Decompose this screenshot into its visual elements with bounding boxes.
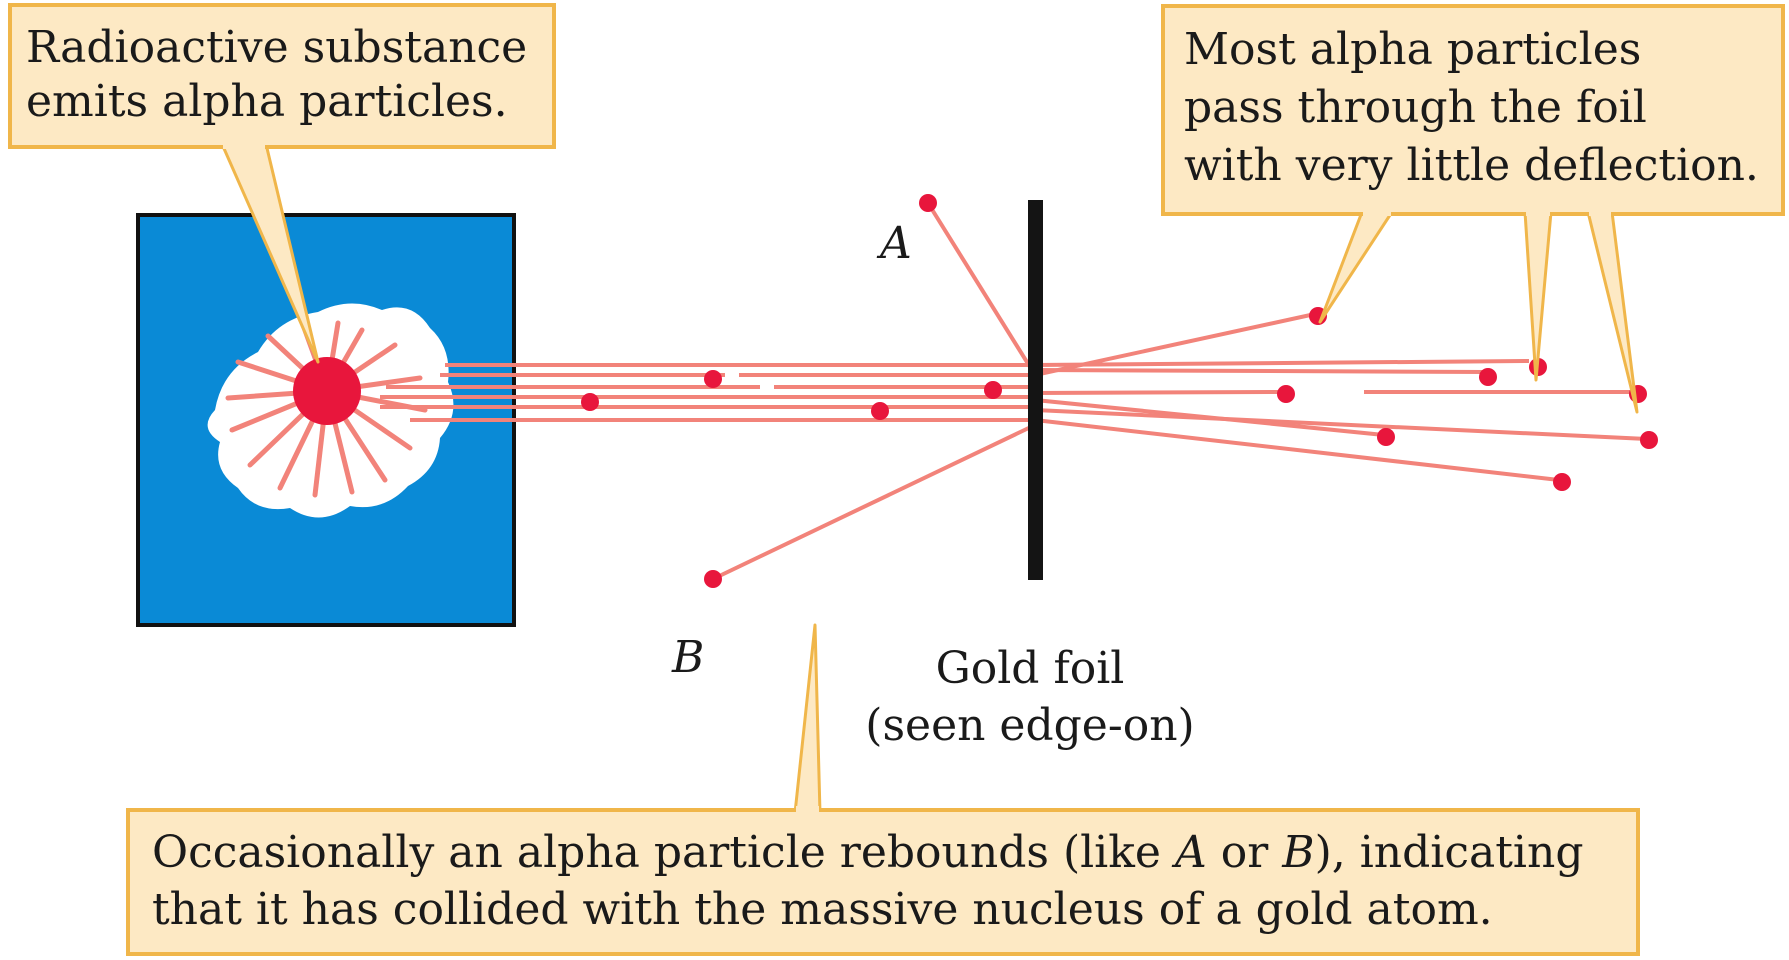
callout-pass-line-3: with very little deflection. — [1184, 140, 1759, 191]
alpha-particle — [1479, 368, 1497, 386]
alpha-particle-b — [704, 570, 722, 588]
callout-rebound-box — [126, 808, 1640, 956]
gold-foil — [1028, 200, 1043, 580]
alpha-particle — [1640, 431, 1658, 449]
callout-pass-pointer-1 — [1318, 210, 1394, 324]
alpha-particle — [1277, 385, 1295, 403]
label-particle-b: B — [671, 632, 704, 683]
alpha-particle — [1377, 428, 1395, 446]
alpha-particle — [871, 402, 889, 420]
callout-pass-line-2: pass through the foil — [1184, 82, 1647, 133]
callout-source-box — [8, 3, 556, 149]
label-gold-foil-edge: (seen edge-on) — [865, 700, 1194, 751]
alpha-particle — [704, 370, 722, 388]
rebound-text-or: or — [1207, 827, 1283, 878]
callout-pass-box — [1161, 4, 1785, 216]
callout-source-line-2: emits alpha particles. — [26, 76, 508, 127]
callout-pass-line-1: Most alpha particles — [1184, 24, 1641, 75]
rebound-text-end: ), indicating — [1315, 827, 1584, 878]
beam-gaps — [725, 369, 774, 390]
callout-rebound-line-1: Occasionally an alpha particle rebounds … — [152, 827, 1583, 878]
callout-source: Radioactive substance emits alpha partic… — [8, 3, 556, 364]
rebound-track-b — [712, 423, 1036, 581]
label-gold-foil: Gold foil — [936, 643, 1125, 694]
callout-rebound: Occasionally an alpha particle rebounds … — [126, 623, 1640, 956]
rebound-text-start: Occasionally an alpha particle rebounds … — [152, 827, 1175, 878]
callout-source-line-1: Radioactive substance — [26, 22, 527, 73]
alpha-particle — [581, 393, 599, 411]
label-particle-a: A — [876, 218, 912, 269]
source-core — [293, 357, 361, 425]
alpha-particle — [984, 381, 1002, 399]
callout-pass-pointer-3 — [1586, 210, 1639, 414]
outgoing-beams — [712, 201, 1648, 581]
alpha-particle-a — [919, 194, 937, 212]
callout-pass-pointer-2 — [1523, 210, 1553, 382]
rebound-track-a — [926, 201, 1037, 377]
callout-pass-through: Most alpha particles pass through the fo… — [1161, 4, 1785, 414]
rebound-text-a: A — [1171, 827, 1207, 878]
callout-rebound-line-2: that it has collided with the massive nu… — [152, 884, 1493, 935]
rebound-text-b: B — [1281, 827, 1314, 878]
alpha-particle — [1553, 473, 1571, 491]
callout-rebound-pointer — [793, 623, 822, 815]
